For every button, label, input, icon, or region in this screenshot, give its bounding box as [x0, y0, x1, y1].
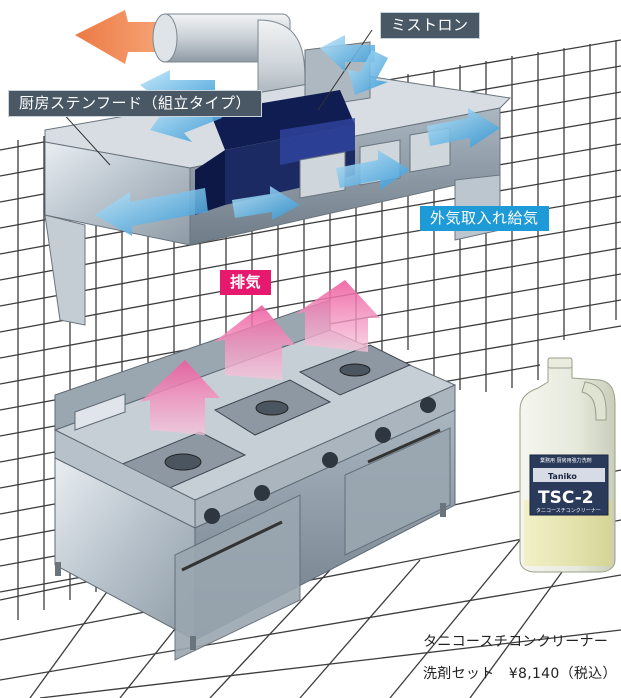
air-arrow-right [427, 108, 500, 148]
air-arrow-down-left [95, 188, 208, 236]
exhaust-arrows [140, 280, 380, 435]
bottle-brand: Taniko [548, 472, 577, 481]
mistron-label: ミストロン [380, 12, 480, 39]
gas-range [53, 299, 457, 661]
fresh-air-label: 外気取入れ給気 [420, 206, 549, 231]
product-price: 洗剤セット ¥8,140（税込） [423, 666, 617, 682]
hood-label: 厨房ステンフード（組立タイプ） [8, 90, 263, 117]
air-arrow-down-right [336, 150, 410, 190]
bottle-sub-text: タニコースチコンクリーナー [536, 507, 601, 514]
exhaust-arrow-2 [214, 305, 295, 380]
air-arrow-top-2 [348, 50, 388, 95]
bottle-small-text: 業務用 厨房用強力洗剤 [540, 457, 592, 464]
exhaust-out-arrow [75, 10, 170, 64]
air-arrow-down-mid [232, 186, 300, 220]
air-arrow-top-1 [320, 35, 375, 72]
exhaust-arrow-3 [295, 280, 380, 352]
detergent-bottle [519, 357, 616, 573]
exhaust-label: 排気 [220, 270, 272, 295]
product-name: タニコースチコンクリーナー [423, 634, 609, 650]
bottle-model: TSC-2 [538, 488, 594, 508]
exhaust-arrow-1 [140, 360, 220, 435]
